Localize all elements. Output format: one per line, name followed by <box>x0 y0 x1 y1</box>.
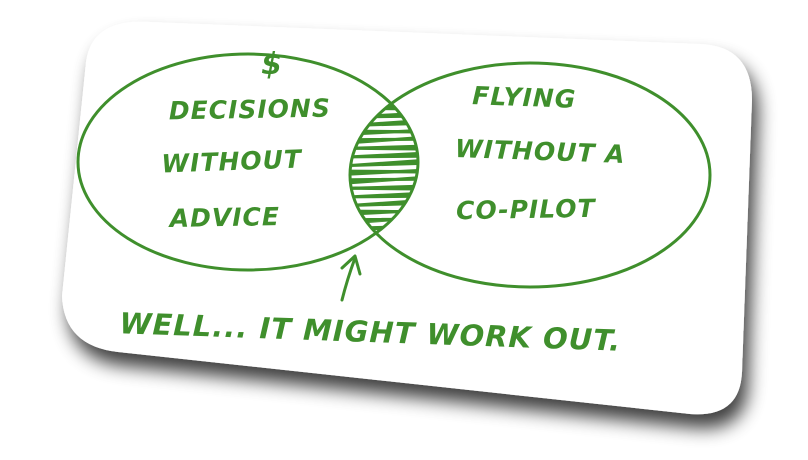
card-background <box>62 21 752 415</box>
dollar-symbol: $ <box>261 47 283 82</box>
left-line-1: DECISIONS <box>169 94 331 126</box>
right-circle <box>348 61 712 289</box>
left-circle <box>76 52 420 272</box>
up-arrow-icon <box>340 254 362 302</box>
right-line-1: FLYING <box>472 81 577 114</box>
left-line-3: ADVICE <box>168 202 281 233</box>
left-line-2: WITHOUT <box>161 145 303 179</box>
right-line-2: WITHOUT A <box>455 134 626 169</box>
right-line-3: CO-PILOT <box>456 194 597 225</box>
